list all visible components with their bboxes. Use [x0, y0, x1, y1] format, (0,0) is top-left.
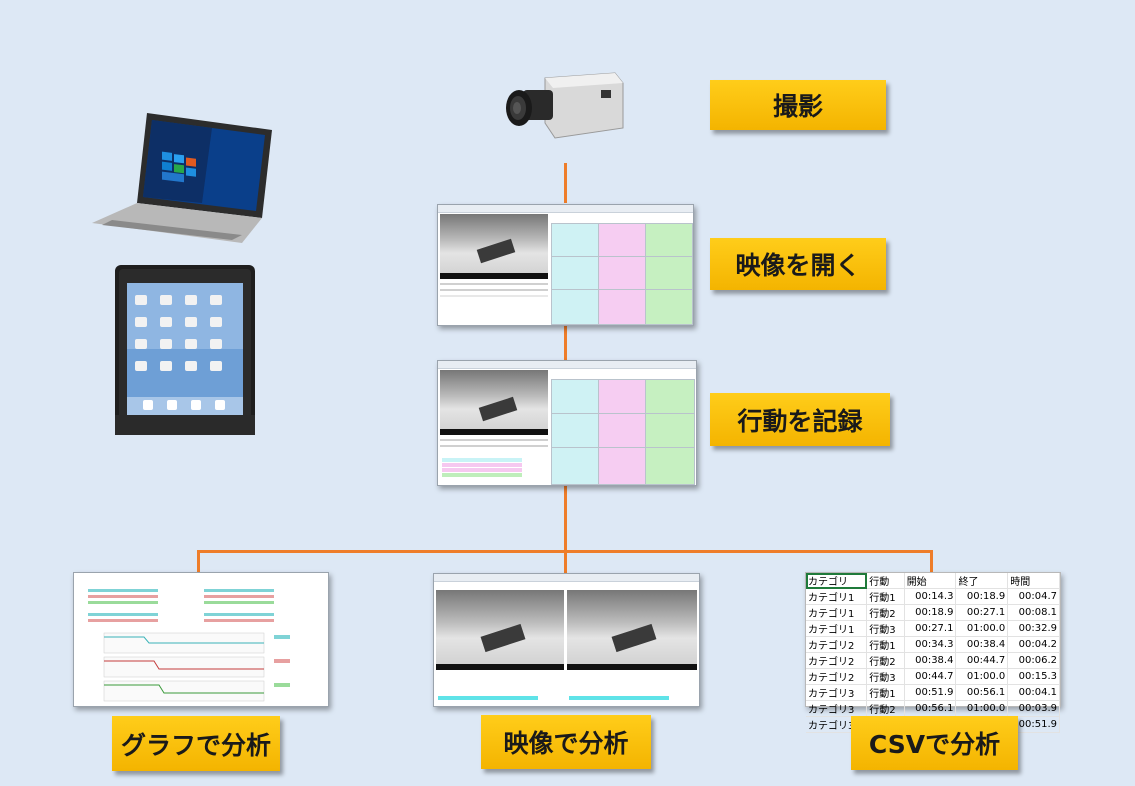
video-preview — [440, 370, 548, 435]
csv-cell: 00:06.2 — [1007, 652, 1060, 669]
csv-cell: 00:38.4 — [904, 652, 957, 669]
csv-cell: 01:00.0 — [955, 700, 1009, 717]
csv-header-start: 開始 — [904, 573, 957, 589]
connector-branch-mid — [564, 550, 567, 573]
csv-cell: 行動2 — [866, 604, 905, 621]
csv-cell: 00:56.1 — [955, 684, 1009, 701]
csv-cell: 00:04.1 — [1007, 684, 1060, 701]
connector-record-to-branch — [564, 485, 567, 552]
csv-cell: 行動1 — [866, 684, 905, 701]
record-action-screenshot — [437, 360, 697, 486]
csv-cell: 00:15.3 — [1007, 668, 1060, 685]
csv-cell: 00:27.1 — [904, 620, 957, 637]
csv-cell: 00:18.9 — [955, 588, 1009, 605]
csv-cell: 行動2 — [866, 652, 905, 669]
csv-cell: カテゴリ2 — [806, 652, 868, 669]
graph-analysis-screenshot — [73, 572, 329, 707]
csv-header-action: 行動 — [866, 573, 905, 589]
csv-cell: 00:03.9 — [1007, 700, 1060, 717]
csv-cell: 00:34.3 — [904, 636, 957, 653]
csv-cell: 01:00.0 — [955, 668, 1009, 685]
video-preview-left — [436, 590, 564, 670]
connector-open-to-record — [564, 325, 567, 360]
csv-cell: カテゴリ3 — [806, 684, 868, 701]
csv-cell: 行動3 — [866, 620, 905, 637]
csv-cell: カテゴリ3 — [806, 700, 868, 717]
connector-branch-right — [930, 550, 933, 573]
csv-header-end: 終了 — [955, 573, 1009, 589]
csv-cell: 00:32.9 — [1007, 620, 1060, 637]
csv-cell: 01:00.0 — [955, 620, 1009, 637]
graph-thumbnail — [74, 573, 328, 706]
open-video-screenshot — [437, 204, 694, 326]
connector-branch-left — [197, 550, 200, 573]
csv-cell: カテゴリ1 — [806, 588, 868, 605]
csv-cell: 00:51.9 — [1007, 716, 1060, 733]
csv-cell: 行動1 — [866, 636, 905, 653]
csv-cell: 00:04.2 — [1007, 636, 1060, 653]
step-open-video: 映像を開く — [710, 238, 886, 290]
csv-cell: 00:27.1 — [955, 604, 1009, 621]
step-shoot: 撮影 — [710, 80, 886, 130]
video-analysis-screenshot — [433, 573, 700, 707]
camera-image — [506, 72, 624, 139]
csv-cell: 00:04.7 — [1007, 588, 1060, 605]
video-preview-right — [567, 590, 697, 670]
csv-cell: 00:14.3 — [904, 588, 957, 605]
csv-cell: カテゴリ2 — [806, 668, 868, 685]
csv-header-duration: 時間 — [1007, 573, 1060, 589]
step-video-analysis: 映像で分析 — [481, 715, 651, 769]
csv-cell: 00:51.9 — [904, 684, 957, 701]
csv-cell: カテゴリ2 — [806, 636, 868, 653]
step-csv-analysis: CSVで分析 — [851, 716, 1018, 770]
csv-header-category: カテゴリ — [806, 573, 868, 589]
step-graph-analysis: グラフで分析 — [112, 716, 280, 771]
csv-cell: 00:38.4 — [955, 636, 1009, 653]
csv-cell: 行動2 — [866, 700, 905, 717]
tablet-image — [115, 265, 255, 435]
csv-cell: カテゴリ1 — [806, 604, 868, 621]
csv-cell: カテゴリ1 — [806, 620, 868, 637]
csv-cell: 00:18.9 — [904, 604, 957, 621]
csv-cell: 00:56.1 — [904, 700, 957, 717]
csv-cell: 00:08.1 — [1007, 604, 1060, 621]
step-record-action: 行動を記録 — [710, 393, 890, 446]
csv-header-row: カテゴリ 行動 開始 終了 時間 — [806, 573, 1060, 589]
csv-cell: 行動3 — [866, 668, 905, 685]
csv-cell: 00:44.7 — [955, 652, 1009, 669]
csv-cell: 行動1 — [866, 588, 905, 605]
video-preview — [440, 214, 548, 279]
laptop-image — [92, 113, 272, 243]
csv-cell: 00:44.7 — [904, 668, 957, 685]
connector-camera-to-open — [564, 163, 567, 203]
